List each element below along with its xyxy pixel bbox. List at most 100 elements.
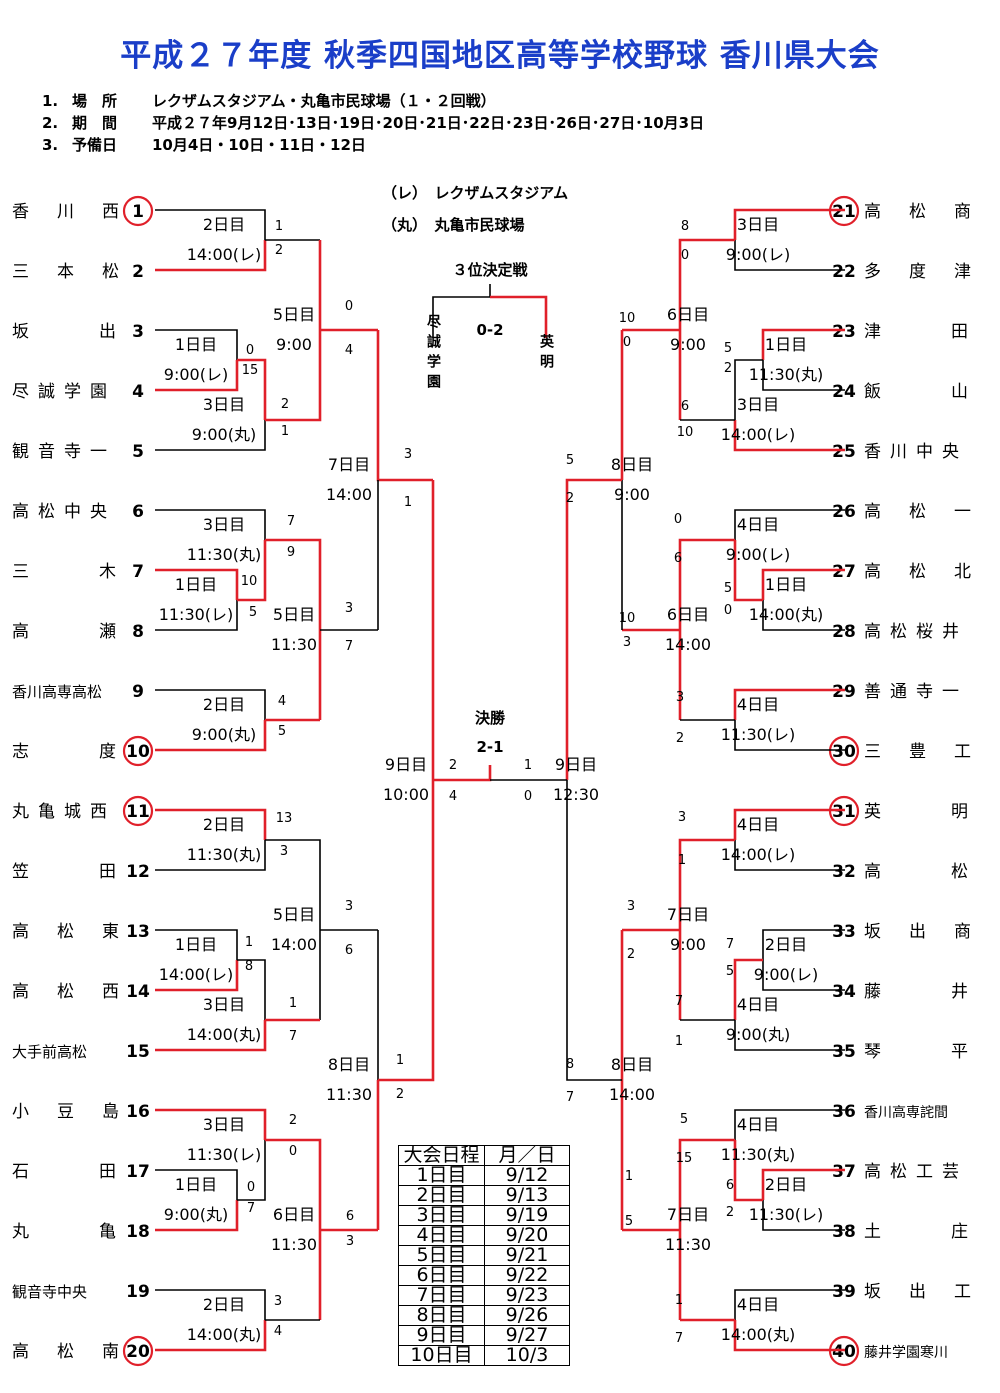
bracket-line bbox=[378, 780, 435, 1082]
match-score: 5 bbox=[724, 581, 732, 596]
info-venue: 1.場 所レクザムスタジアム・丸亀市民球場（１・２回戦） bbox=[42, 90, 496, 111]
match-score: 1 bbox=[404, 495, 412, 510]
team-number: 15 bbox=[126, 1042, 150, 1062]
match-score: 1 bbox=[289, 996, 297, 1011]
match-day: 2日目 bbox=[203, 1295, 245, 1314]
match-score: 2 bbox=[724, 361, 732, 376]
bracket-line bbox=[155, 600, 238, 631]
match-day: 4日目 bbox=[737, 995, 779, 1014]
team-number: 21 bbox=[832, 202, 856, 222]
bracket-line bbox=[733, 420, 845, 452]
bracket-line bbox=[733, 1320, 845, 1352]
third-place-label: ３位決定戦 bbox=[452, 261, 528, 279]
match-time: 11:30(丸) bbox=[187, 545, 262, 564]
match-time: 9:00(レ) bbox=[726, 245, 790, 264]
match-score: 1 bbox=[524, 758, 532, 773]
team-number: 18 bbox=[126, 1222, 150, 1242]
match-time: 11:30(レ) bbox=[721, 725, 796, 744]
team-number: 31 bbox=[832, 802, 856, 822]
bracket-line bbox=[265, 538, 322, 720]
bracket-line bbox=[155, 929, 238, 960]
match-time: 11:30 bbox=[271, 635, 317, 654]
team-name: 藤井 bbox=[864, 982, 1000, 1002]
match-score: 4 bbox=[449, 789, 457, 804]
bracket-line bbox=[155, 1289, 266, 1320]
bracket-line bbox=[155, 1200, 239, 1232]
team-name: 飯山 bbox=[864, 382, 1000, 402]
match-score: 0 bbox=[724, 603, 732, 618]
match-time: 14:00(丸) bbox=[749, 605, 824, 624]
match-day: 2日目 bbox=[203, 815, 245, 834]
bracket-line bbox=[762, 960, 845, 991]
match-score: 1 bbox=[275, 219, 283, 234]
team-number: 4 bbox=[132, 382, 144, 402]
match-score: 10 bbox=[241, 574, 258, 589]
team-number: 11 bbox=[126, 802, 150, 822]
match-day: 5日目 bbox=[273, 605, 315, 624]
schedule-date: 9/19 bbox=[484, 1205, 570, 1226]
match-day: 2日目 bbox=[765, 1175, 807, 1194]
bracket-line bbox=[155, 1169, 238, 1200]
team-name: 高松北 bbox=[864, 562, 999, 582]
team-name: 坂出工 bbox=[864, 1282, 999, 1302]
schedule-day: 2日目 bbox=[398, 1185, 485, 1206]
match-score: 2 bbox=[281, 397, 289, 412]
schedule-date: 9/13 bbox=[484, 1185, 570, 1206]
team-name: 三木 bbox=[12, 562, 186, 582]
match-time: 9:00(丸) bbox=[164, 1205, 228, 1224]
match-score: 3 bbox=[623, 635, 631, 650]
schedule-day: 7日目 bbox=[398, 1285, 485, 1306]
bracket-line bbox=[733, 808, 845, 840]
team-number: 29 bbox=[832, 682, 856, 702]
team-name: 善通寺一 bbox=[864, 682, 968, 702]
info-num: 3. bbox=[42, 136, 59, 154]
match-time: 9:00 bbox=[614, 485, 650, 504]
team-number: 28 bbox=[832, 622, 856, 642]
match-score: 0 bbox=[524, 789, 532, 804]
match-score: 10 bbox=[619, 611, 636, 626]
match-day: 5日目 bbox=[273, 305, 315, 324]
match-day: 6日目 bbox=[667, 305, 709, 324]
legend-code: （レ） bbox=[382, 184, 420, 202]
final-label: 決勝 bbox=[475, 709, 506, 727]
team-name: 高松中央 bbox=[12, 502, 116, 522]
seed-circle bbox=[122, 735, 154, 767]
team-name: 高松南 bbox=[12, 1342, 147, 1362]
match-score: 3 bbox=[274, 1294, 282, 1309]
team-number: 6 bbox=[132, 502, 144, 522]
match-score: 1 bbox=[675, 1293, 683, 1308]
match-time: 14:00 bbox=[271, 935, 317, 954]
schedule-day: 10日目 bbox=[398, 1345, 485, 1366]
team-number: 1 bbox=[132, 202, 144, 222]
match-day: 4日目 bbox=[737, 695, 779, 714]
match-score: 2 bbox=[627, 947, 635, 962]
team-number: 17 bbox=[126, 1162, 150, 1182]
team-name: 三豊工 bbox=[864, 742, 999, 762]
match-score: 6 bbox=[345, 943, 353, 958]
legend-recsam: （レ） レクザムスタジアム bbox=[382, 182, 568, 203]
match-score: 3 bbox=[404, 447, 412, 462]
bracket-line bbox=[566, 780, 622, 1081]
match-day: 5日目 bbox=[273, 905, 315, 924]
match-score: 15 bbox=[242, 363, 259, 378]
match-score: 8 bbox=[245, 959, 253, 974]
team-number: 8 bbox=[132, 622, 144, 642]
bracket-line bbox=[734, 1020, 845, 1051]
team-number: 7 bbox=[132, 562, 144, 582]
match-time: 9:00(レ) bbox=[164, 365, 228, 384]
match-time: 11:30(レ) bbox=[187, 1145, 262, 1164]
bracket-line bbox=[734, 240, 845, 271]
team-number: 35 bbox=[832, 1042, 856, 1062]
schedule-day: 1日目 bbox=[398, 1165, 485, 1186]
schedule-date: 9/12 bbox=[484, 1165, 570, 1186]
match-score: 4 bbox=[345, 343, 353, 358]
bracket-line bbox=[155, 240, 267, 272]
bracket-line bbox=[237, 1140, 266, 1201]
match-time: 11:30(丸) bbox=[187, 845, 262, 864]
team-name: 高松桜井 bbox=[864, 622, 968, 642]
team-name: 三本松 bbox=[12, 262, 147, 282]
match-score: 1 bbox=[625, 1169, 633, 1184]
